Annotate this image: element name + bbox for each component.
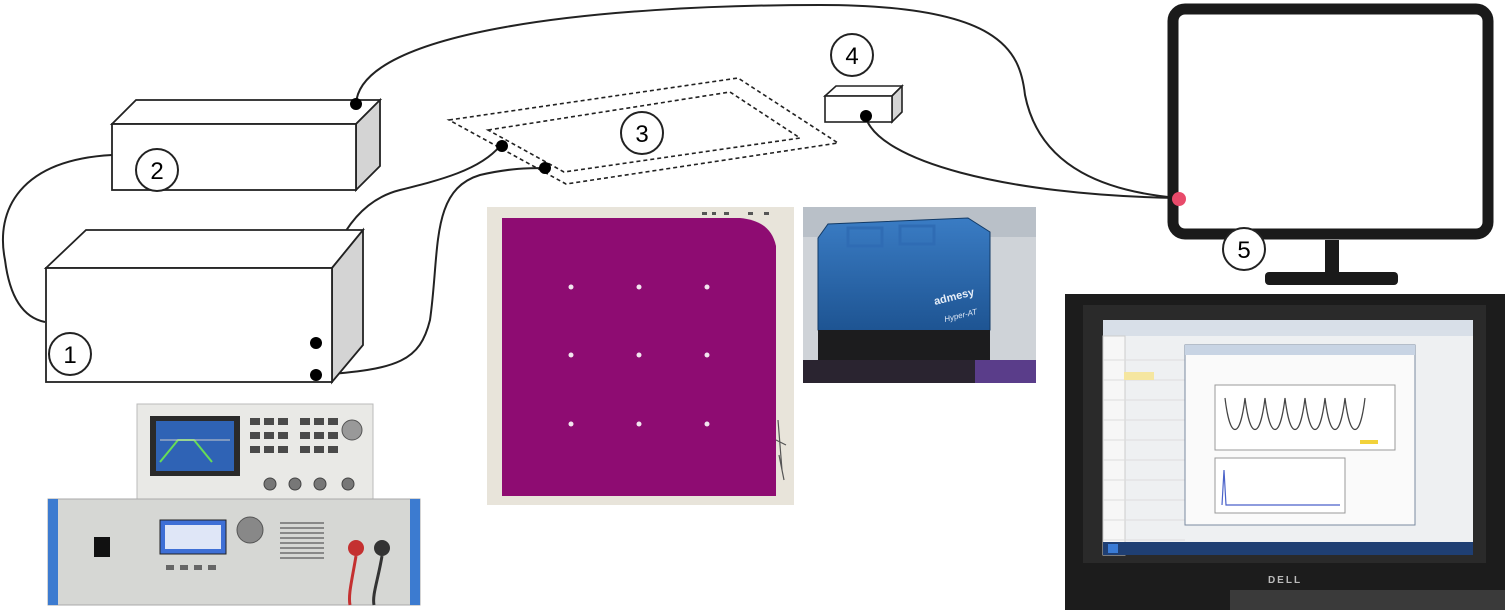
- label-circle-2: [135, 148, 179, 192]
- label-1: 1: [63, 342, 76, 369]
- monitor-brand-text: DELL: [1268, 575, 1302, 586]
- amplifier-box: 1: [43, 227, 365, 385]
- label-2: 2: [150, 158, 163, 185]
- power-supply-box: 2: [109, 97, 383, 193]
- film-electrode-b: [539, 162, 551, 174]
- wire-box2-to-computer: [355, 3, 1179, 199]
- photo-voltage-amplifier: [47, 498, 421, 606]
- photo-purple-sample: [487, 207, 794, 505]
- label-circle-5: [1222, 227, 1266, 271]
- wire-box1-to-box2: [1, 154, 113, 323]
- box1-connector-b: [310, 369, 322, 381]
- label-circle-3: [620, 111, 664, 155]
- computer-monitor: 5: [1167, 3, 1494, 285]
- box1-connector-a: [310, 337, 322, 349]
- label-3: 3: [635, 121, 648, 148]
- photo-function-generator: [136, 403, 374, 500]
- photo-colorimeter: admesy Hyper-AT: [803, 207, 1036, 383]
- wire-colorimeter-to-computer: [865, 117, 1179, 199]
- label-circle-4: [830, 33, 874, 77]
- photo-computer-screen: DELL: [1065, 294, 1505, 610]
- film-electrode-a: [496, 140, 508, 152]
- sample-measurement-points: [568, 284, 710, 427]
- colorimeter-connector: [860, 110, 872, 122]
- label-5: 5: [1237, 237, 1250, 264]
- computer-connector: [1172, 192, 1186, 206]
- colorimeter-box: 4: [822, 33, 904, 124]
- sample-film-outline: 3: [446, 77, 841, 185]
- label-4: 4: [845, 43, 858, 70]
- label-circle-1: [48, 332, 92, 376]
- wire-box1-to-film-b: [315, 167, 546, 376]
- box2-connector: [350, 98, 362, 110]
